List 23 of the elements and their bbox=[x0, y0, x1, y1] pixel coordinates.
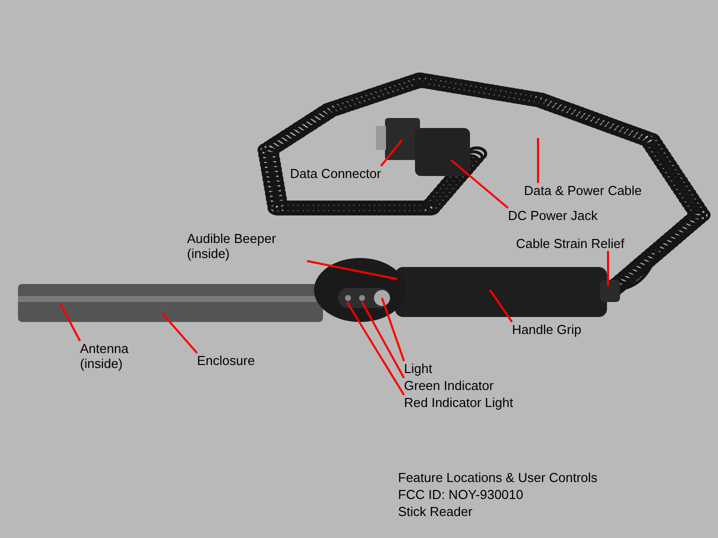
callout-label: Audible Beeper (inside) bbox=[187, 231, 307, 261]
leader-line bbox=[450, 159, 509, 209]
leader-line bbox=[537, 138, 539, 183]
callout-label: Handle Grip bbox=[512, 322, 582, 337]
callout-label: Light bbox=[404, 361, 432, 376]
callout-label: DC Power Jack bbox=[508, 208, 598, 223]
callout-label: Data & Power Cable bbox=[524, 183, 642, 198]
leader-line bbox=[607, 251, 609, 286]
callout-label: Green Indicator bbox=[404, 378, 494, 393]
leader-line bbox=[381, 298, 405, 362]
callout-label: Enclosure bbox=[197, 353, 255, 368]
callout-label: Data Connector bbox=[290, 166, 382, 181]
caption-text: FCC ID: NOY-930010 bbox=[398, 487, 524, 502]
callout-label: Red Indicator Light bbox=[404, 395, 514, 410]
leader-line bbox=[306, 260, 398, 280]
callout-label: Cable Strain Relief bbox=[516, 236, 624, 251]
leader-line bbox=[346, 301, 405, 396]
caption-text: Stick Reader bbox=[398, 504, 472, 519]
leader-line bbox=[361, 302, 405, 378]
callout-label: Antenna (inside) bbox=[80, 341, 150, 371]
caption-text: Feature Locations & User Controls bbox=[398, 470, 598, 485]
leader-line bbox=[161, 312, 198, 354]
leader-line bbox=[59, 302, 81, 342]
